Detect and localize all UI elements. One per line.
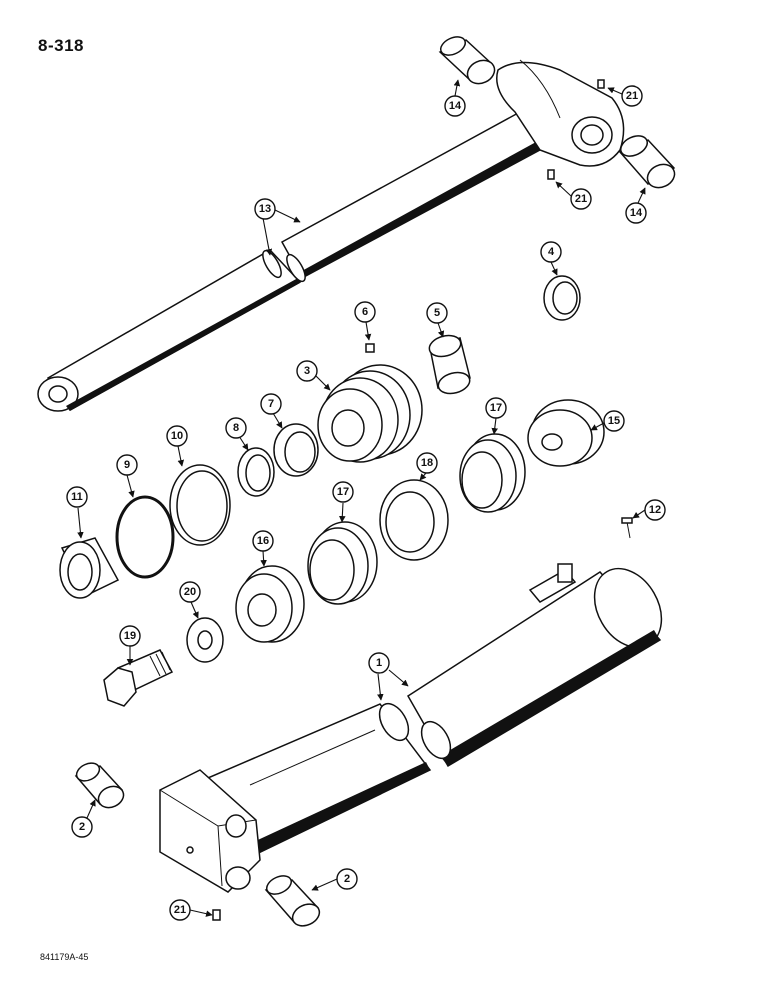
ring-7 [273, 423, 319, 477]
callout-13: 13 [254, 198, 276, 220]
callout-2-upper: 2 [71, 816, 93, 838]
callout-3: 3 [296, 360, 318, 382]
grease-fitting-rod-top [597, 79, 605, 89]
callout-21-mid: 21 [570, 188, 592, 210]
callout-label: 5 [434, 307, 440, 319]
callout-label: 17 [490, 402, 502, 414]
callout-label: 1 [376, 657, 382, 669]
wear-ring-4 [543, 275, 581, 321]
cylinder-head-15 [527, 399, 605, 467]
callout-label: 18 [421, 457, 433, 469]
callout-19: 19 [119, 625, 141, 647]
bushing-14-lower [618, 135, 676, 189]
piston-rod [37, 59, 625, 412]
callout-20: 20 [179, 581, 201, 603]
seal-17-upper [459, 433, 526, 513]
cylinder-barrel [159, 563, 663, 893]
callout-5: 5 [426, 302, 448, 324]
callout-17-lower: 17 [332, 481, 354, 503]
callout-label: 2 [79, 821, 85, 833]
callout-11: 11 [66, 486, 88, 508]
callout-21-bottom: 21 [169, 899, 191, 921]
callout-21-top: 21 [621, 85, 643, 107]
backup-ring-10 [169, 464, 231, 546]
callout-label: 6 [362, 306, 368, 318]
callout-label: 8 [233, 422, 239, 434]
callout-label: 16 [257, 535, 269, 547]
wear-ring-5 [428, 334, 471, 395]
callout-10: 10 [166, 425, 188, 447]
callout-16: 16 [252, 530, 274, 552]
page-number: 8-318 [38, 36, 84, 55]
bushing-2-lower [264, 875, 321, 927]
callout-label: 15 [608, 415, 620, 427]
bushing-2-upper [74, 762, 125, 809]
callout-14-upper: 14 [444, 95, 466, 117]
callout-label: 4 [548, 246, 555, 258]
callout-label: 21 [626, 90, 638, 102]
leader-lines [77, 79, 646, 917]
callout-14-lower: 14 [625, 202, 647, 224]
callout-6: 6 [354, 301, 376, 323]
callout-label: 21 [174, 904, 186, 916]
callout-2-lower: 2 [336, 868, 358, 890]
callout-7: 7 [260, 393, 282, 415]
callout-label: 12 [649, 504, 661, 516]
callout-label: 14 [449, 100, 462, 112]
callout-label: 2 [344, 873, 350, 885]
callout-label: 13 [259, 203, 271, 215]
bolt-19 [103, 649, 174, 707]
callout-label: 14 [630, 207, 643, 219]
piston-16 [235, 565, 305, 643]
o-ring-9 [115, 495, 175, 579]
callout-15: 15 [603, 410, 625, 432]
ring-8 [237, 447, 275, 497]
grease-fitting-rod-bottom [547, 169, 555, 180]
callout-18: 18 [416, 452, 438, 474]
callout-label: 3 [304, 365, 310, 377]
bushing-14-upper [438, 36, 496, 85]
callout-label: 10 [171, 430, 183, 442]
bleeder-screw-12 [621, 517, 633, 539]
callout-9: 9 [116, 454, 138, 476]
callout-label: 11 [71, 491, 83, 503]
washer-20 [186, 617, 224, 663]
figure-code: 841179A-45 [40, 952, 89, 962]
callout-label: 21 [575, 193, 587, 205]
callout-12: 12 [644, 499, 666, 521]
callout-4: 4 [540, 241, 562, 263]
callout-17-upper: 17 [485, 397, 507, 419]
piston-3 [317, 343, 423, 463]
callout-label: 9 [124, 459, 130, 471]
grease-fitting-base [212, 909, 221, 921]
gland-bushing-11 [59, 537, 120, 599]
callout-label: 17 [337, 486, 349, 498]
callout-8: 8 [225, 417, 247, 439]
callout-1: 1 [368, 652, 390, 674]
seal-17-lower [307, 521, 378, 605]
callout-label: 19 [124, 630, 136, 642]
callout-label: 20 [184, 586, 196, 598]
callout-label: 7 [268, 398, 274, 410]
ring-18 [379, 479, 449, 561]
plug-6 [365, 343, 375, 353]
